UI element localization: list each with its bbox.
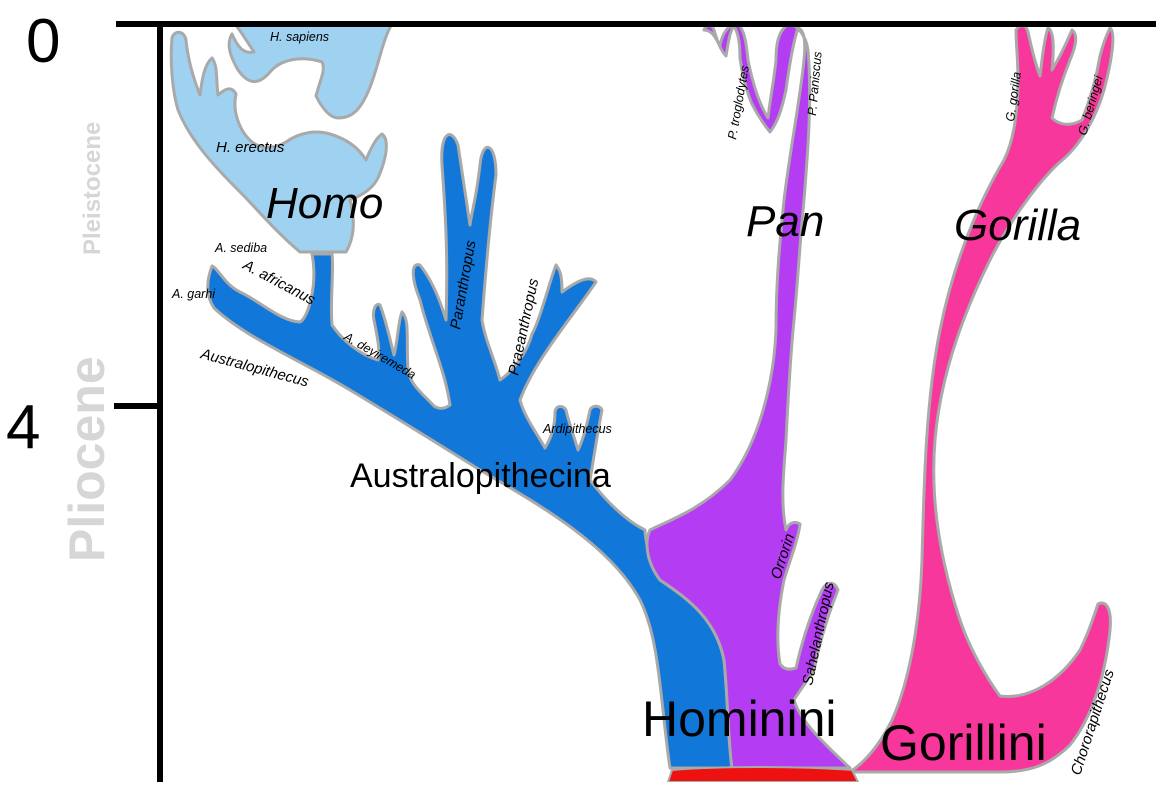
label-hominini: Hominini bbox=[642, 691, 837, 747]
axis-label-4: 4 bbox=[6, 393, 40, 462]
epoch-pliocene: Pliocene bbox=[59, 356, 115, 562]
gorilla-clade bbox=[850, 26, 1113, 772]
label-a-garhi: A. garhi bbox=[171, 287, 216, 301]
label-pan: Pan bbox=[746, 197, 824, 246]
label-p-troglodytes: P. troglodytes bbox=[725, 64, 752, 140]
label-a-sediba: A. sediba bbox=[214, 241, 267, 255]
label-ardipithecus: Ardipithecus bbox=[542, 422, 612, 436]
label-gorilla: Gorilla bbox=[954, 201, 1081, 250]
label-australopithecina: Australopithecina bbox=[350, 457, 611, 495]
label-h-sapiens: H. sapiens bbox=[270, 30, 329, 44]
label-homo: Homo bbox=[266, 179, 383, 228]
label-gorillini: Gorillini bbox=[880, 715, 1047, 771]
label-h-erectus: H. erectus bbox=[216, 139, 285, 156]
base-root bbox=[668, 767, 858, 782]
epoch-pleistocene: Pleistocene bbox=[79, 122, 106, 255]
axis-label-0: 0 bbox=[26, 7, 60, 76]
label-g-beringei: G. beringei bbox=[1075, 73, 1106, 137]
